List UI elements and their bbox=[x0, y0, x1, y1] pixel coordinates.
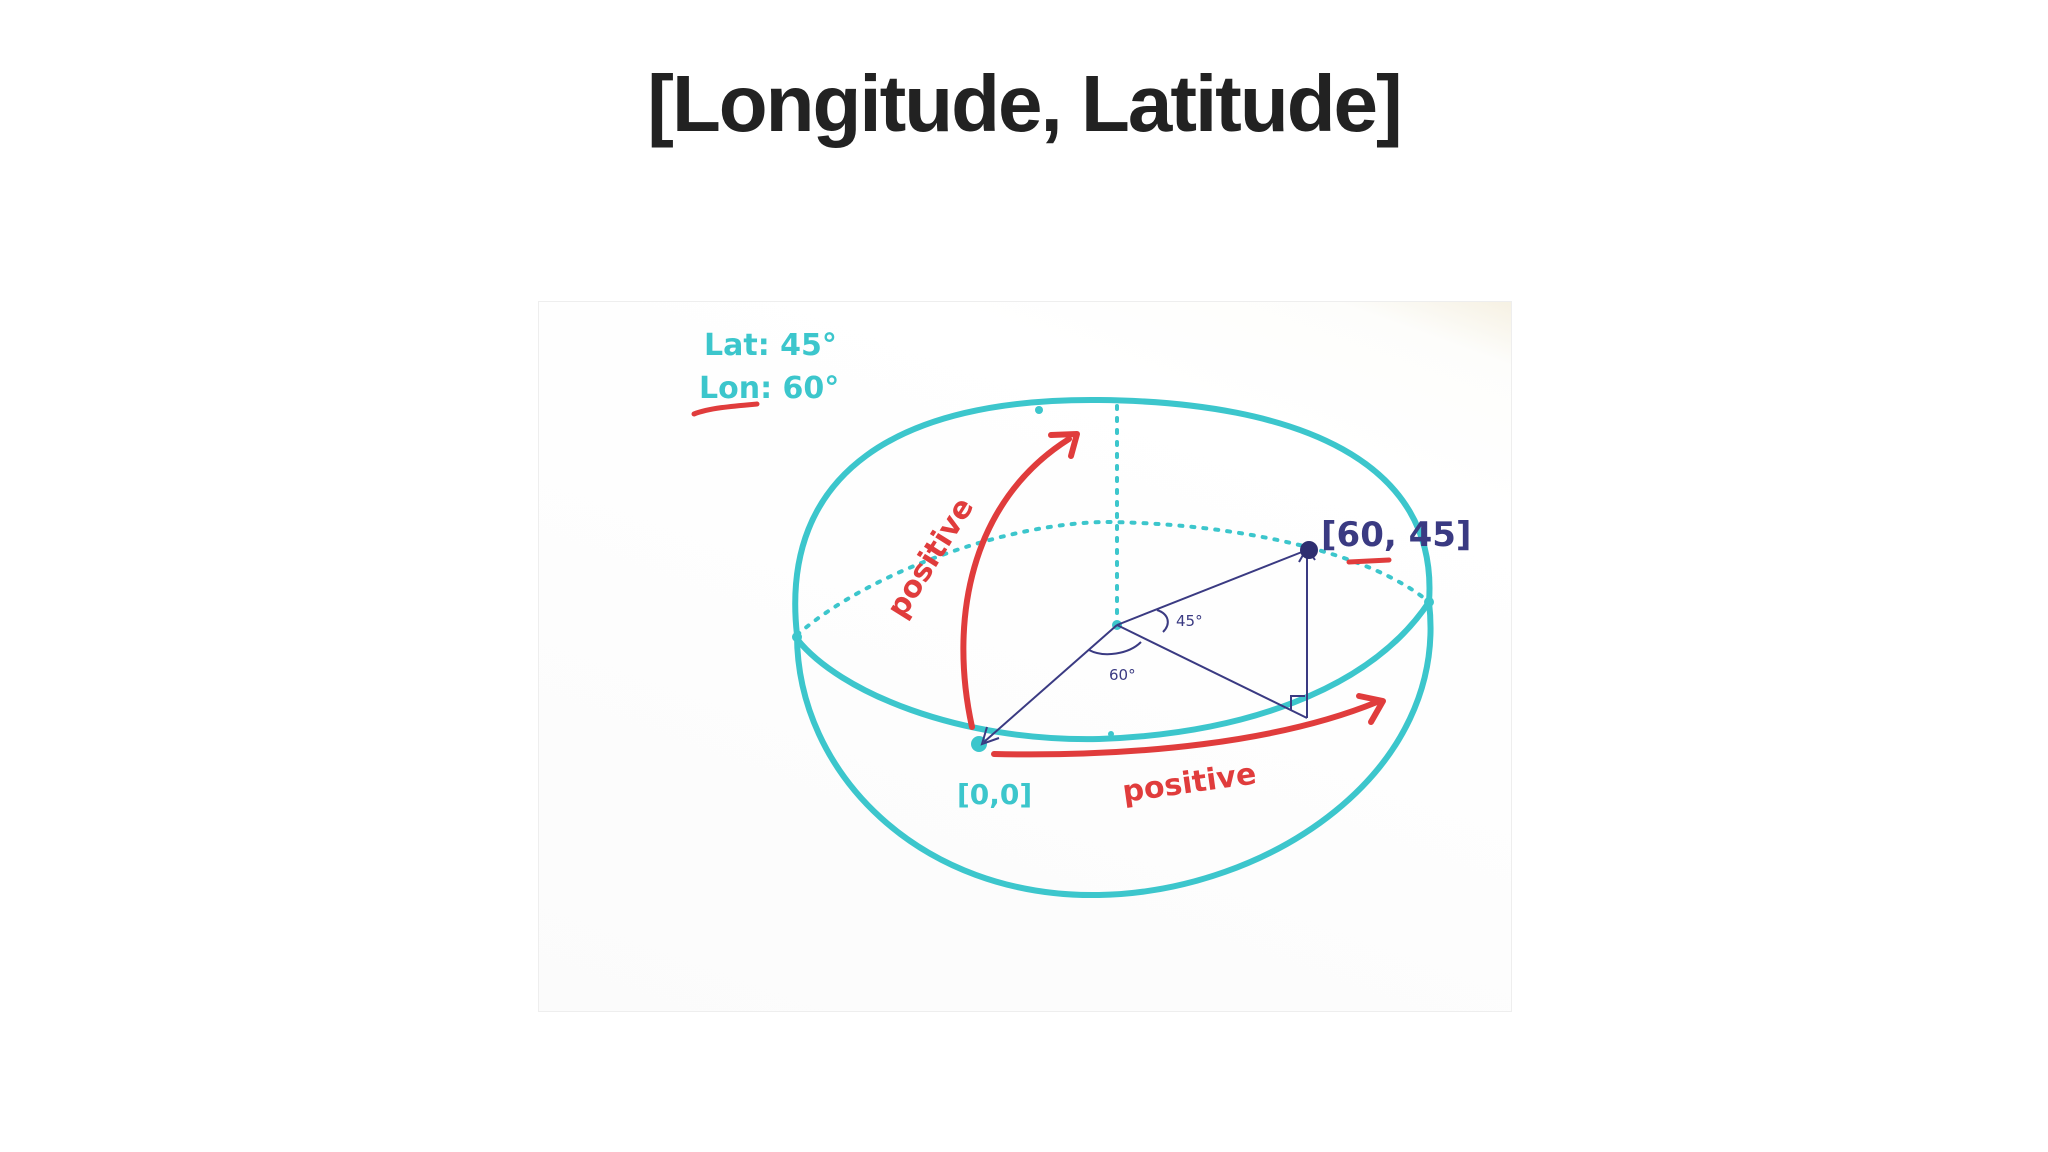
vector-to-point bbox=[1116, 549, 1308, 626]
equator-right-node bbox=[1424, 597, 1434, 607]
angle-arc-longitude bbox=[1088, 641, 1142, 656]
right-angle-mark bbox=[1290, 695, 1305, 710]
vector-to-origin bbox=[983, 624, 1118, 743]
equator-front bbox=[794, 600, 1432, 743]
vector-lines bbox=[980, 546, 1316, 746]
legend-lon: Lon: 60° bbox=[699, 371, 839, 406]
sphere-diagram: Lat: 45° Lon: 60° [60, 45] [0,0] positiv… bbox=[691, 328, 1471, 899]
south-pole-dot bbox=[1108, 731, 1114, 737]
arrowhead-origin bbox=[980, 726, 1000, 746]
origin-label: [0,0] bbox=[957, 778, 1032, 811]
longitude-arrowhead bbox=[1356, 693, 1386, 725]
lon-underline bbox=[691, 401, 760, 417]
angle-longitude-label: 60° bbox=[1109, 666, 1136, 684]
longitude-positive-label: positive bbox=[1120, 757, 1258, 810]
sphere-outline bbox=[792, 396, 1434, 899]
sketch-photo: Lat: 45° Lon: 60° [60, 45] [0,0] positiv… bbox=[539, 302, 1511, 1011]
equator-left-node bbox=[792, 632, 802, 642]
latitude-positive-arrow bbox=[960, 436, 1072, 730]
vector-to-projection bbox=[1116, 624, 1308, 719]
point-underline bbox=[1346, 557, 1392, 565]
point-label: [60, 45] bbox=[1321, 515, 1471, 555]
angle-arc-latitude bbox=[1156, 609, 1169, 633]
legend-lat: Lat: 45° bbox=[704, 328, 837, 363]
slide-title: [Longitude, Latitude] bbox=[647, 59, 1402, 148]
point-marker bbox=[1300, 541, 1318, 559]
angle-latitude-label: 45° bbox=[1176, 612, 1203, 630]
longitude-positive-arrow bbox=[991, 699, 1380, 758]
latitude-arrowhead bbox=[1048, 431, 1080, 459]
sphere-top-node bbox=[1035, 406, 1043, 414]
